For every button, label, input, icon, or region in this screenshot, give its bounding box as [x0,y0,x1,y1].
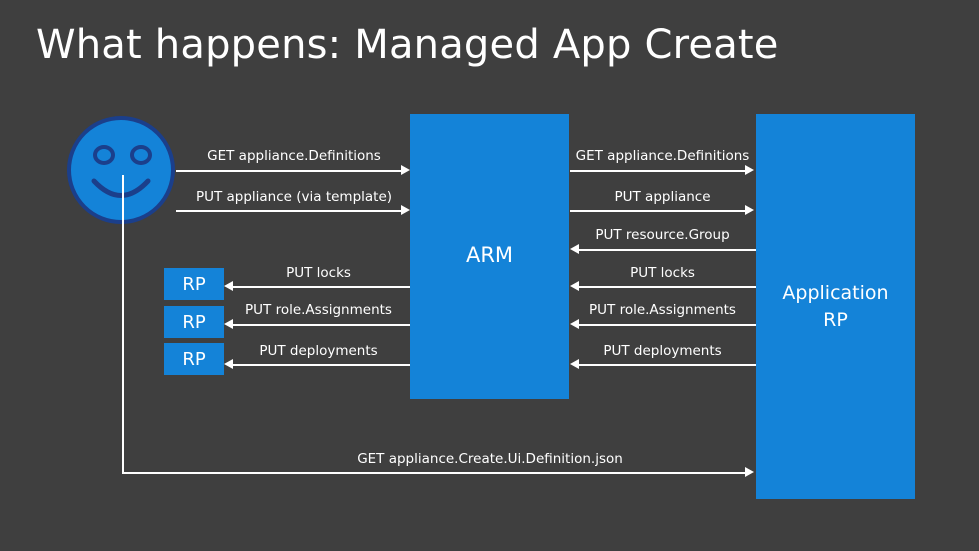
flow-right-arrowhead-6 [570,359,579,369]
flow-right-label-1: GET appliance.Definitions [575,148,750,164]
flow-left-line-4 [233,324,410,326]
page-title: What happens: Managed App Create [36,22,779,68]
flow-right-arrowhead-5 [570,319,579,329]
application-rp-label-line1: Application [782,282,889,304]
flow-left-line-2 [176,210,402,212]
flow-right-arrowhead-4 [570,281,579,291]
flow-right-arrowhead-2 [745,205,754,215]
flow-right-arrowhead-3 [570,244,579,254]
arm-box-label: ARM [465,243,514,267]
application-rp-box [756,114,915,499]
flow-right-label-4: PUT locks [630,265,695,281]
flow-left-label-5: PUT deployments [259,343,378,359]
flow-right-arrowhead-1 [745,165,754,175]
flow-bottom-vertical-line [122,175,124,472]
rp-box-2: RP [164,306,224,338]
flow-right-label-6: PUT deployments [603,343,722,359]
flow-bottom-label: GET appliance.Create.Ui.Definition.json [357,451,623,467]
application-rp-label-line2: RP [823,309,848,331]
flow-right-line-3 [579,249,756,251]
flow-left-label-3: PUT locks [286,265,351,281]
flow-left-label-4: PUT role.Assignments [245,302,392,318]
smiley-face-icon [67,116,175,224]
flow-right-line-2 [570,210,746,212]
flow-left-arrowhead-5 [224,359,233,369]
flow-left-arrowhead-1 [401,165,410,175]
rp-box-1: RP [164,268,224,300]
flow-right-label-3: PUT resource.Group [595,227,730,243]
application-rp-box-label: Application RP [756,280,915,334]
flow-bottom-line [122,472,746,474]
flow-bottom-arrowhead [745,467,754,477]
arm-box [410,114,569,399]
flow-left-line-5 [233,364,410,366]
flow-left-line-3 [233,286,410,288]
flow-left-arrowhead-4 [224,319,233,329]
flow-left-line-1 [176,170,402,172]
flow-left-label-1: GET appliance.Definitions [207,148,381,164]
flow-right-label-5: PUT role.Assignments [589,302,736,318]
flow-right-label-2: PUT appliance [614,189,711,205]
flow-left-arrowhead-3 [224,281,233,291]
flow-right-line-4 [579,286,756,288]
flow-left-label-2: PUT appliance (via template) [195,189,393,205]
flow-right-line-6 [579,364,756,366]
rp-box-3: RP [164,343,224,375]
flow-left-arrowhead-2 [401,205,410,215]
flow-right-line-1 [570,170,746,172]
flow-right-line-5 [579,324,756,326]
